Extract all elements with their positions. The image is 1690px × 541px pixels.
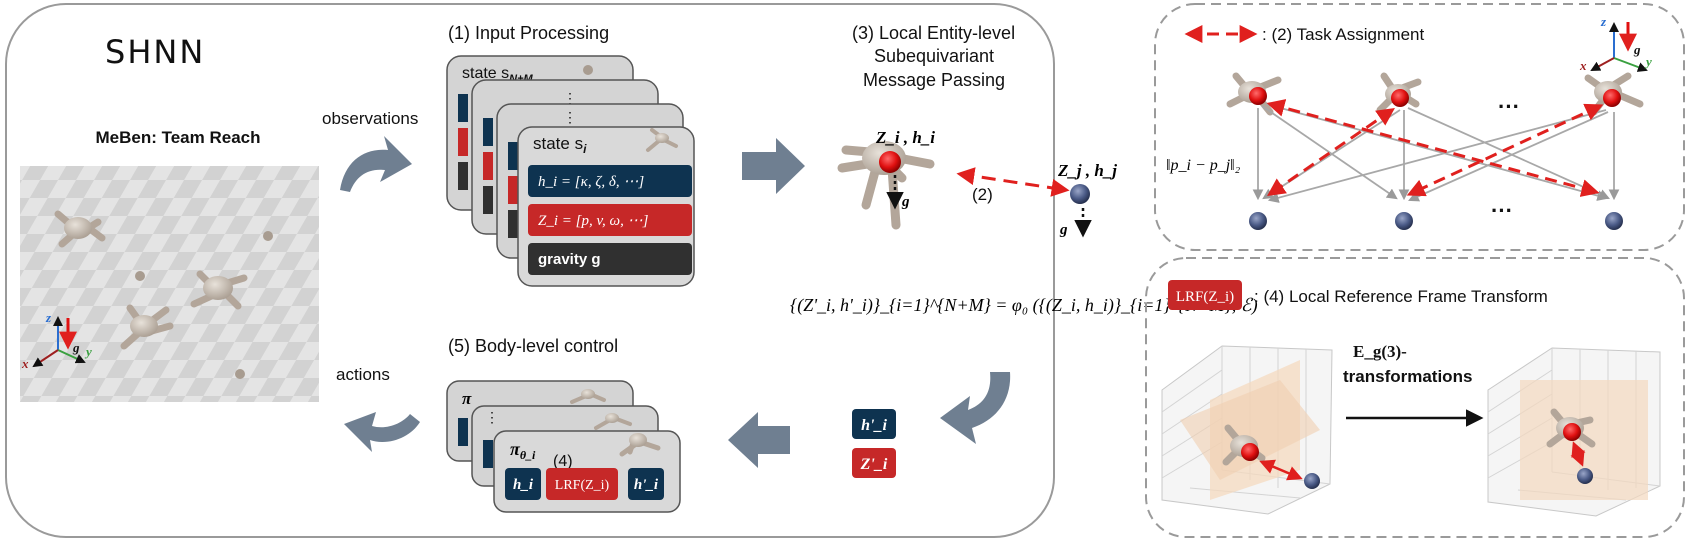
policy-back-label: π	[462, 389, 472, 408]
entity-i-gravity: g	[901, 194, 910, 210]
step3-title-line1: (3) Local Entity-level	[852, 23, 1015, 43]
lrf-cube-left	[1161, 345, 1333, 515]
task-agent-1	[1226, 72, 1282, 116]
lrf-cube-right	[1487, 347, 1661, 517]
card-ellipsis-2: ⋮	[563, 109, 577, 125]
main-panel-border	[5, 3, 1055, 538]
task-agent-2	[1376, 72, 1422, 114]
task-axis-y: y	[1644, 54, 1652, 69]
lrf-badge-text: LRF(Z_i)	[1176, 289, 1234, 305]
env-axis-g: g	[72, 340, 80, 355]
observations-arrow	[340, 136, 412, 192]
env-axis-y: y	[84, 344, 92, 359]
lrf-transform-line2: transformations	[1343, 367, 1472, 386]
step3-title-line3: Message Passing	[863, 70, 1005, 90]
task-panel-border	[1154, 3, 1685, 251]
arrow-to-step5	[728, 412, 790, 468]
env-render: z y x g	[20, 166, 319, 402]
entity-j-label: Z_j , h_j	[1057, 161, 1117, 180]
step3-title-line2: Subequivariant	[874, 46, 994, 66]
card-ellipsis-1: ⋮	[563, 90, 577, 106]
entity-j-ball	[1070, 184, 1090, 204]
arrow-to-update	[940, 372, 1011, 444]
env-axis-x: x	[21, 356, 29, 371]
task-axis-g: g	[1633, 42, 1641, 57]
hprime-box	[852, 409, 896, 439]
lrf-transform-line1: E_g(3)-	[1353, 342, 1407, 361]
lrf-title: : (4) Local Reference Frame Transform	[1254, 287, 1548, 306]
lrf-panel-border	[1145, 257, 1685, 538]
task-ellipsis-top: ···	[1498, 94, 1520, 119]
entity-i-robot	[837, 141, 935, 230]
policy-ellipsis: ⋮	[485, 409, 499, 425]
task-axes: z y x g	[1579, 14, 1652, 73]
task-distance-label: ‖p_i − p_j‖₂	[1166, 157, 1241, 174]
policy-hprime: h'_i	[634, 477, 659, 493]
message-edge	[956, 167, 1070, 197]
step1-title: (1) Input Processing	[448, 23, 609, 43]
policy-card-stack: π ⋮ πθ_i (4) h_i LRF(Z_i) h'_i	[446, 380, 681, 513]
brand-title: SHNN	[105, 33, 205, 71]
actions-label: actions	[336, 365, 390, 384]
actions-arrow	[344, 412, 420, 452]
env-title: MeBen: Team Reach	[95, 128, 260, 147]
state-card-stack: state sN+M ⋮ ⋮ state si h_i = [κ, ζ, δ, …	[446, 55, 695, 287]
hprime-text: h'_i	[861, 417, 887, 434]
zprime-box	[852, 448, 896, 478]
card-front-title: state si	[533, 134, 587, 156]
row-gravity-text: gravity g	[538, 251, 601, 268]
lrf-badge	[1168, 280, 1242, 310]
policy-front-label: πθ_i	[510, 439, 536, 462]
entity-j-gravity: g	[1059, 222, 1068, 238]
task-ellipsis-bottom: ···	[1491, 198, 1513, 223]
row-z-text: Z_i = [p, v, ω, ⋯]	[538, 213, 649, 229]
step5-title: (5) Body-level control	[448, 336, 618, 356]
policy-step4: (4)	[553, 453, 573, 470]
task-target-3	[1605, 212, 1623, 230]
task-legend-text: : (2) Task Assignment	[1262, 25, 1424, 44]
task-gray-edges	[1252, 103, 1620, 203]
task-target-2	[1395, 212, 1413, 230]
row-h	[528, 165, 692, 197]
task-axis-z: z	[1600, 14, 1607, 29]
row-h-text: h_i = [κ, ζ, δ, ⋯]	[538, 174, 644, 190]
task-target-1	[1249, 212, 1267, 230]
policy-lrf: LRF(Z_i)	[555, 478, 610, 493]
task-axis-x: x	[1579, 58, 1587, 73]
row-z	[528, 204, 692, 236]
policy-h: h_i	[513, 477, 534, 493]
message-edge-label: (2)	[972, 185, 993, 204]
zprime-text: Z'_i	[860, 456, 888, 473]
mp-equation: {(Z'_i, h'_i)}_{i=1}^{N+M} = φ₀ ({(Z_i, …	[790, 295, 1258, 316]
entity-i-label: Z_i , h_i	[875, 128, 935, 147]
env-axes: z y x g	[21, 310, 92, 371]
task-red-edges	[1266, 99, 1604, 197]
arrow-to-step3	[742, 138, 805, 194]
env-axis-z: z	[45, 310, 52, 325]
row-gravity	[528, 243, 692, 275]
observations-label: observations	[322, 109, 418, 128]
